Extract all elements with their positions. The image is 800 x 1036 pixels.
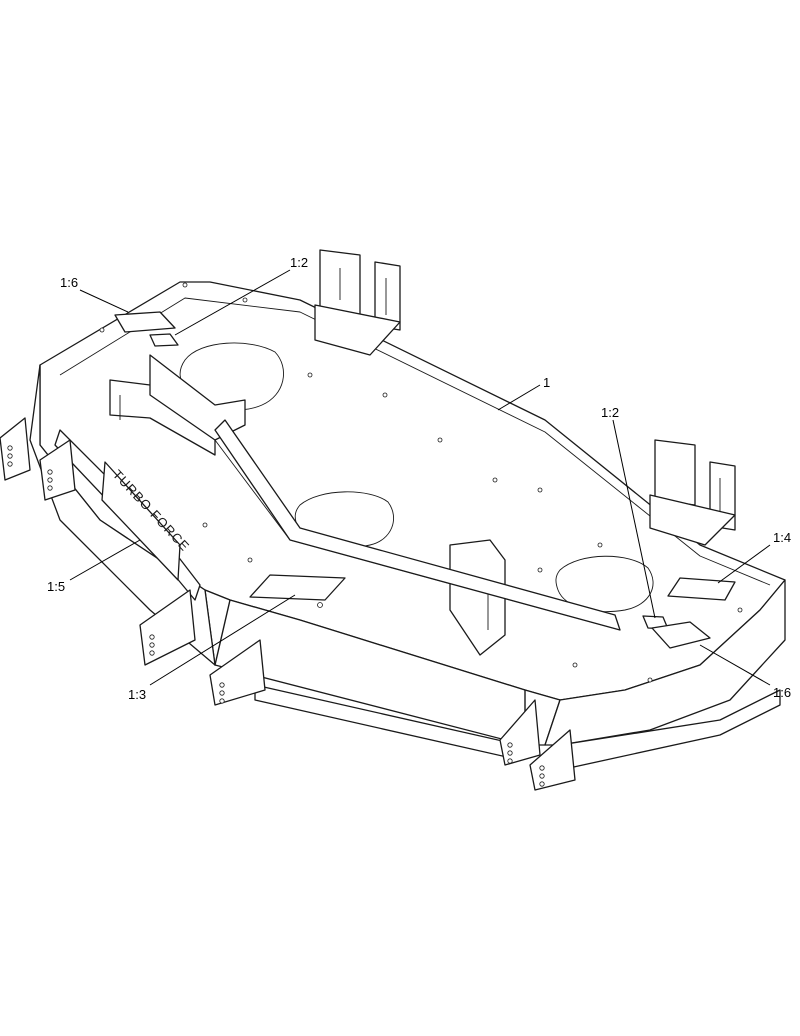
decal-1-6-bottom — [651, 621, 711, 649]
hole — [737, 607, 743, 613]
center-baffle-bracket — [449, 539, 506, 656]
decal-1-4 — [667, 577, 736, 601]
leader-1-5 — [69, 539, 141, 581]
hole — [572, 662, 578, 668]
callout-1-5: 1:5 — [47, 579, 65, 594]
rear-bracket-base — [314, 304, 401, 356]
decal-1-2-top — [149, 333, 179, 347]
height-tab-left-2 — [39, 439, 76, 501]
right-bracket-base — [649, 494, 736, 546]
hole — [99, 327, 105, 333]
height-tabs — [0, 417, 576, 791]
hole — [382, 392, 388, 398]
height-tab-left-1 — [0, 417, 31, 481]
hole — [597, 542, 603, 548]
leader-lines — [69, 269, 771, 686]
height-tab-front-2 — [209, 639, 266, 706]
height-tab-front-3 — [499, 699, 541, 766]
rear-bracket-right — [374, 261, 401, 331]
hole — [537, 567, 543, 573]
height-tab-front-1 — [139, 589, 196, 666]
brackets — [109, 249, 736, 656]
callout-labels: 1:6 1:2 1 1:2 1:4 1:5 1:3 1:6 — [47, 255, 791, 702]
hole — [307, 372, 313, 378]
hole — [647, 677, 653, 683]
hole — [182, 282, 188, 288]
callout-1-6-top: 1:6 — [60, 275, 78, 290]
right-bracket-left — [654, 439, 696, 506]
callout-1-2-top: 1:2 — [290, 255, 308, 270]
leader-1-3 — [149, 594, 296, 686]
spindle-opening-right — [555, 555, 654, 613]
callout-1-2-right: 1:2 — [601, 405, 619, 420]
decal-1-5-plate — [101, 461, 181, 581]
height-tab-front-4 — [529, 729, 576, 791]
hole — [242, 297, 248, 303]
leader-1-6-top — [79, 289, 129, 313]
callout-1: 1 — [543, 375, 550, 390]
hole — [202, 522, 208, 528]
hole — [317, 602, 323, 608]
hole — [537, 487, 543, 493]
leader-1 — [497, 384, 541, 411]
callout-1-4: 1:4 — [773, 530, 791, 545]
callout-1-6-bottom: 1:6 — [773, 685, 791, 700]
hole — [492, 477, 498, 483]
leader-1-4 — [717, 544, 771, 584]
decal-1-3 — [249, 574, 346, 601]
callout-1-3: 1:3 — [128, 687, 146, 702]
leader-1-2-top — [174, 269, 291, 336]
hole — [437, 437, 443, 443]
leader-1-2-right — [612, 419, 656, 619]
decal-1-6-top — [114, 311, 176, 333]
hole — [247, 557, 253, 563]
leader-1-6-bottom — [699, 644, 771, 686]
